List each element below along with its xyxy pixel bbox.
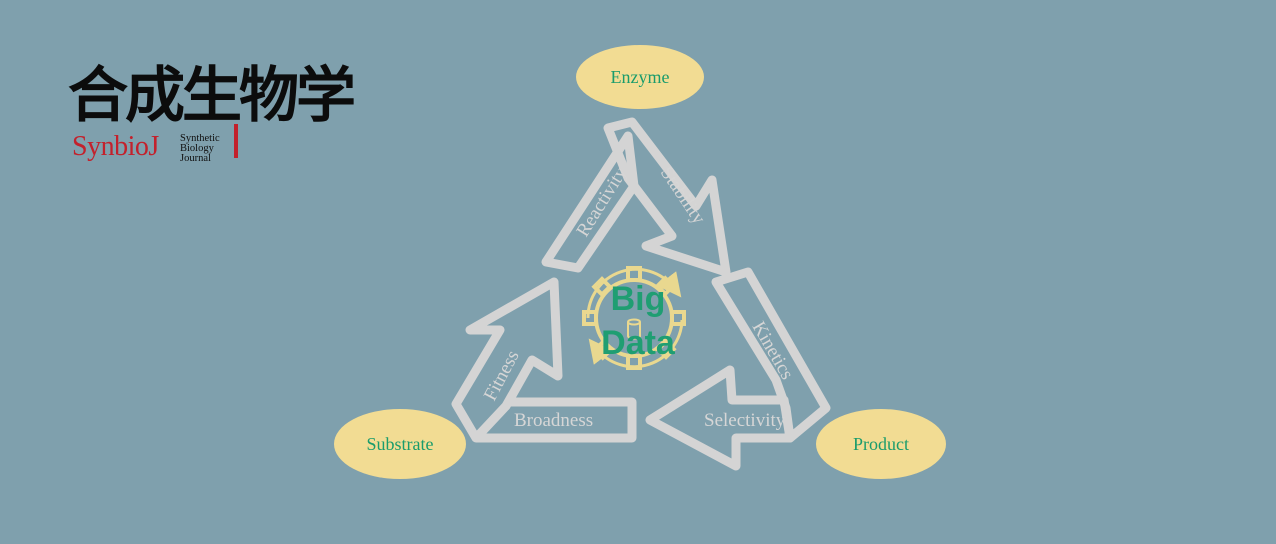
node-product: Product xyxy=(816,409,946,479)
center-label-data: Data xyxy=(601,324,676,362)
selectivity-arrow xyxy=(645,365,795,471)
center-label-big: Big xyxy=(611,280,666,318)
logo-red-bar xyxy=(234,124,238,158)
circular-arrow-icon-lower xyxy=(588,319,684,369)
logo-subtitle: Synthetic Biology Journal xyxy=(180,133,220,164)
gear-icon xyxy=(582,266,686,370)
substrate-label: Substrate xyxy=(367,434,434,454)
journal-logo: 合成生物学 SynbioJ Synthetic Biology Journal xyxy=(68,60,368,170)
circular-arrow-icon xyxy=(586,267,682,319)
enzyme-bubble xyxy=(576,45,704,109)
right-cycle-arrow: Kinetics Selectivity xyxy=(645,267,831,471)
node-enzyme: Enzyme xyxy=(576,45,704,109)
logo-english-title: SynbioJ xyxy=(72,131,159,162)
stability-arrow xyxy=(603,117,731,277)
node-substrate: Substrate xyxy=(334,409,466,479)
database-icon xyxy=(627,318,641,340)
reactivity-arrow-band xyxy=(541,131,639,273)
product-bubble xyxy=(816,409,946,479)
label-broadness: Broadness xyxy=(514,410,593,431)
fitness-arrow xyxy=(451,277,563,443)
broadness-arrow xyxy=(476,397,637,443)
logo-chinese-title: 合成生物学 xyxy=(68,61,356,131)
center-big-data: Big Data xyxy=(582,266,686,370)
label-selectivity: Selectivity xyxy=(704,410,786,431)
top-cycle-arrow: Reactivity Stability xyxy=(541,117,731,277)
product-label: Product xyxy=(853,434,909,454)
substrate-bubble xyxy=(334,409,466,479)
enzyme-label: Enzyme xyxy=(611,67,670,87)
